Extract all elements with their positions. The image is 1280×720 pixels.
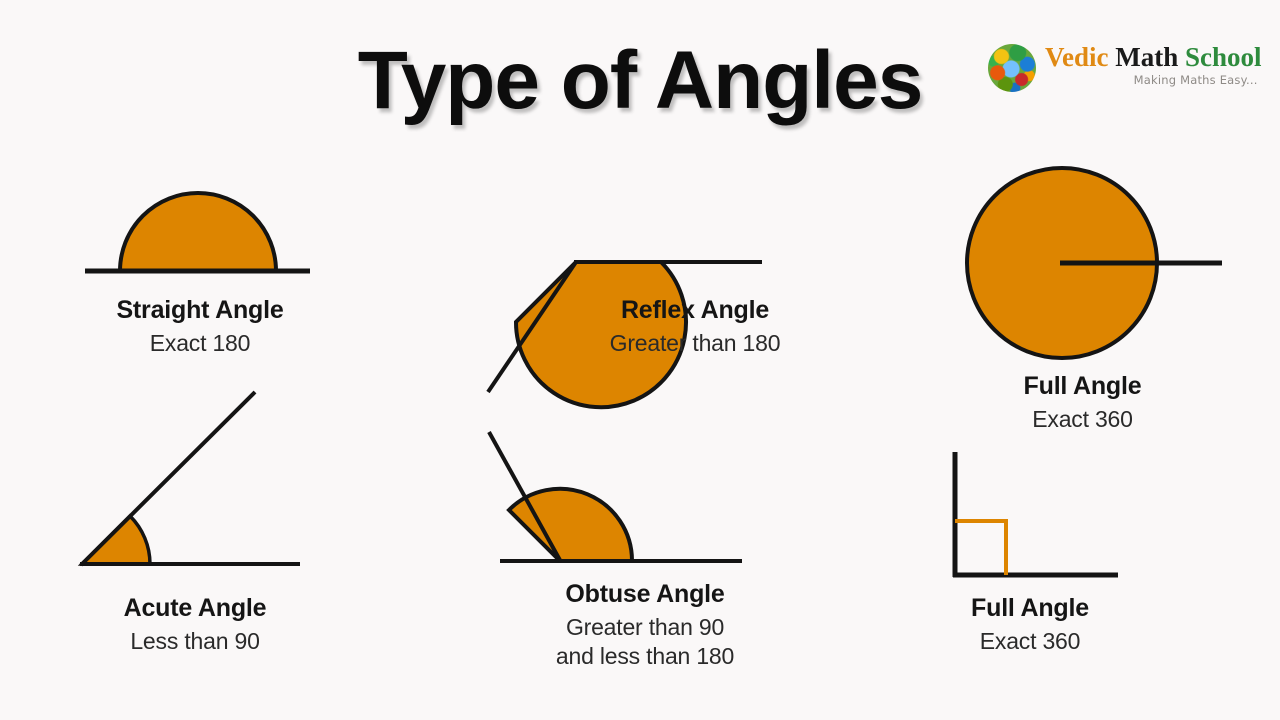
reflex-angle-wedge [513, 260, 688, 410]
obtuse-angle-caption: Obtuse Angle Greater than 90 and less th… [470, 580, 820, 671]
right-angle-square-marker [955, 519, 1008, 575]
logo-text: Vedic Math School Making Maths Easy... [1045, 42, 1262, 88]
full-angle-caption: Full Angle Exact 360 [940, 372, 1225, 434]
obtuse-angle-desc-line1: Greater than 90 [565, 613, 725, 640]
logo-tagline: Making Maths Easy... [1133, 73, 1258, 88]
right-angle-desc: Exact 360 [979, 627, 1081, 654]
reflex-angle-diagonal-ray [486, 260, 578, 394]
logo-word-school: School [1185, 42, 1262, 72]
reflex-angle-desc: Greater than 180 [609, 329, 781, 356]
reflex-angle-caption: Reflex Angle Greater than 180 [530, 296, 860, 358]
right-angle-caption: Full Angle Exact 360 [900, 594, 1160, 656]
logo-wordmark: Vedic Math School [1045, 43, 1262, 71]
straight-angle-figure [85, 191, 310, 274]
acute-angle-figure [77, 390, 300, 567]
reflex-angle-figure [486, 260, 762, 410]
full-angle-desc: Exact 360 [1032, 405, 1133, 432]
straight-angle-desc: Exact 180 [149, 329, 251, 356]
straight-angle-arc-fill [117, 191, 279, 273]
obtuse-angle-figure [487, 431, 742, 563]
acute-angle-name: Acute Angle [123, 594, 267, 622]
logo-mosaic-icon [988, 44, 1036, 92]
straight-angle-caption: Straight Angle Exact 180 [40, 296, 360, 358]
logo-word-vedic: Vedic [1045, 42, 1109, 72]
right-angle-name: Full Angle [971, 594, 1089, 622]
full-angle-figure [965, 166, 1222, 360]
logo-word-math: Math [1115, 42, 1179, 72]
acute-angle-diagonal-ray [79, 390, 257, 567]
obtuse-angle-diagonal-ray [487, 431, 563, 563]
acute-angle-desc: Less than 90 [130, 627, 260, 654]
obtuse-angle-name: Obtuse Angle [565, 580, 725, 608]
page-title: Type of Angles [357, 35, 924, 126]
full-angle-name: Full Angle [1023, 372, 1142, 400]
brand-logo[interactable]: Vedic Math School Making Maths Easy... [988, 42, 1262, 98]
straight-angle-name: Straight Angle [116, 296, 284, 324]
acute-angle-caption: Acute Angle Less than 90 [35, 594, 355, 656]
obtuse-angle-desc-line2: and less than 180 [555, 642, 735, 669]
right-angle-figure [952, 452, 1118, 578]
reflex-angle-name: Reflex Angle [620, 296, 770, 324]
